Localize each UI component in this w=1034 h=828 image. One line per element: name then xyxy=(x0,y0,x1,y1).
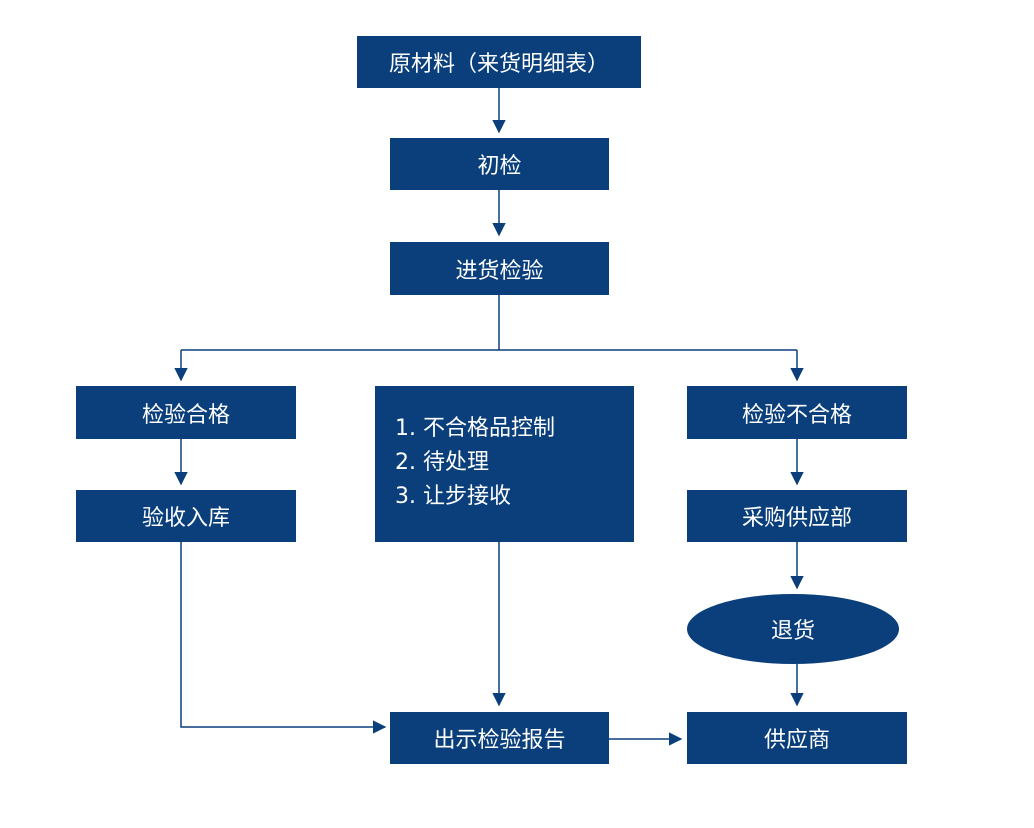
node-inspection-pass: 检验合格 xyxy=(76,386,296,439)
nonconform-item-concession: 3. 让步接收 xyxy=(395,484,511,509)
node-purchasing-dept: 采购供应部 xyxy=(687,490,907,542)
node-nonconforming-handling: 1. 不合格品控制 2. 待处理 3. 让步接收 xyxy=(375,386,634,542)
node-raw-material: 原材料（来货明细表） xyxy=(357,36,641,88)
nonconform-item-control: 1. 不合格品控制 xyxy=(395,416,555,441)
arrow-storage-to-report xyxy=(180,542,387,734)
node-inspection-report: 出示检验报告 xyxy=(390,712,609,764)
node-incoming-inspection: 进货检验 xyxy=(390,242,609,295)
node-return-goods: 退货 xyxy=(687,594,899,664)
node-inspection-fail: 检验不合格 xyxy=(687,386,907,439)
node-storage-acceptance: 验收入库 xyxy=(76,490,296,542)
node-initial-inspection: 初检 xyxy=(390,138,609,190)
node-supplier: 供应商 xyxy=(687,712,907,764)
nonconform-item-pending: 2. 待处理 xyxy=(395,450,489,475)
